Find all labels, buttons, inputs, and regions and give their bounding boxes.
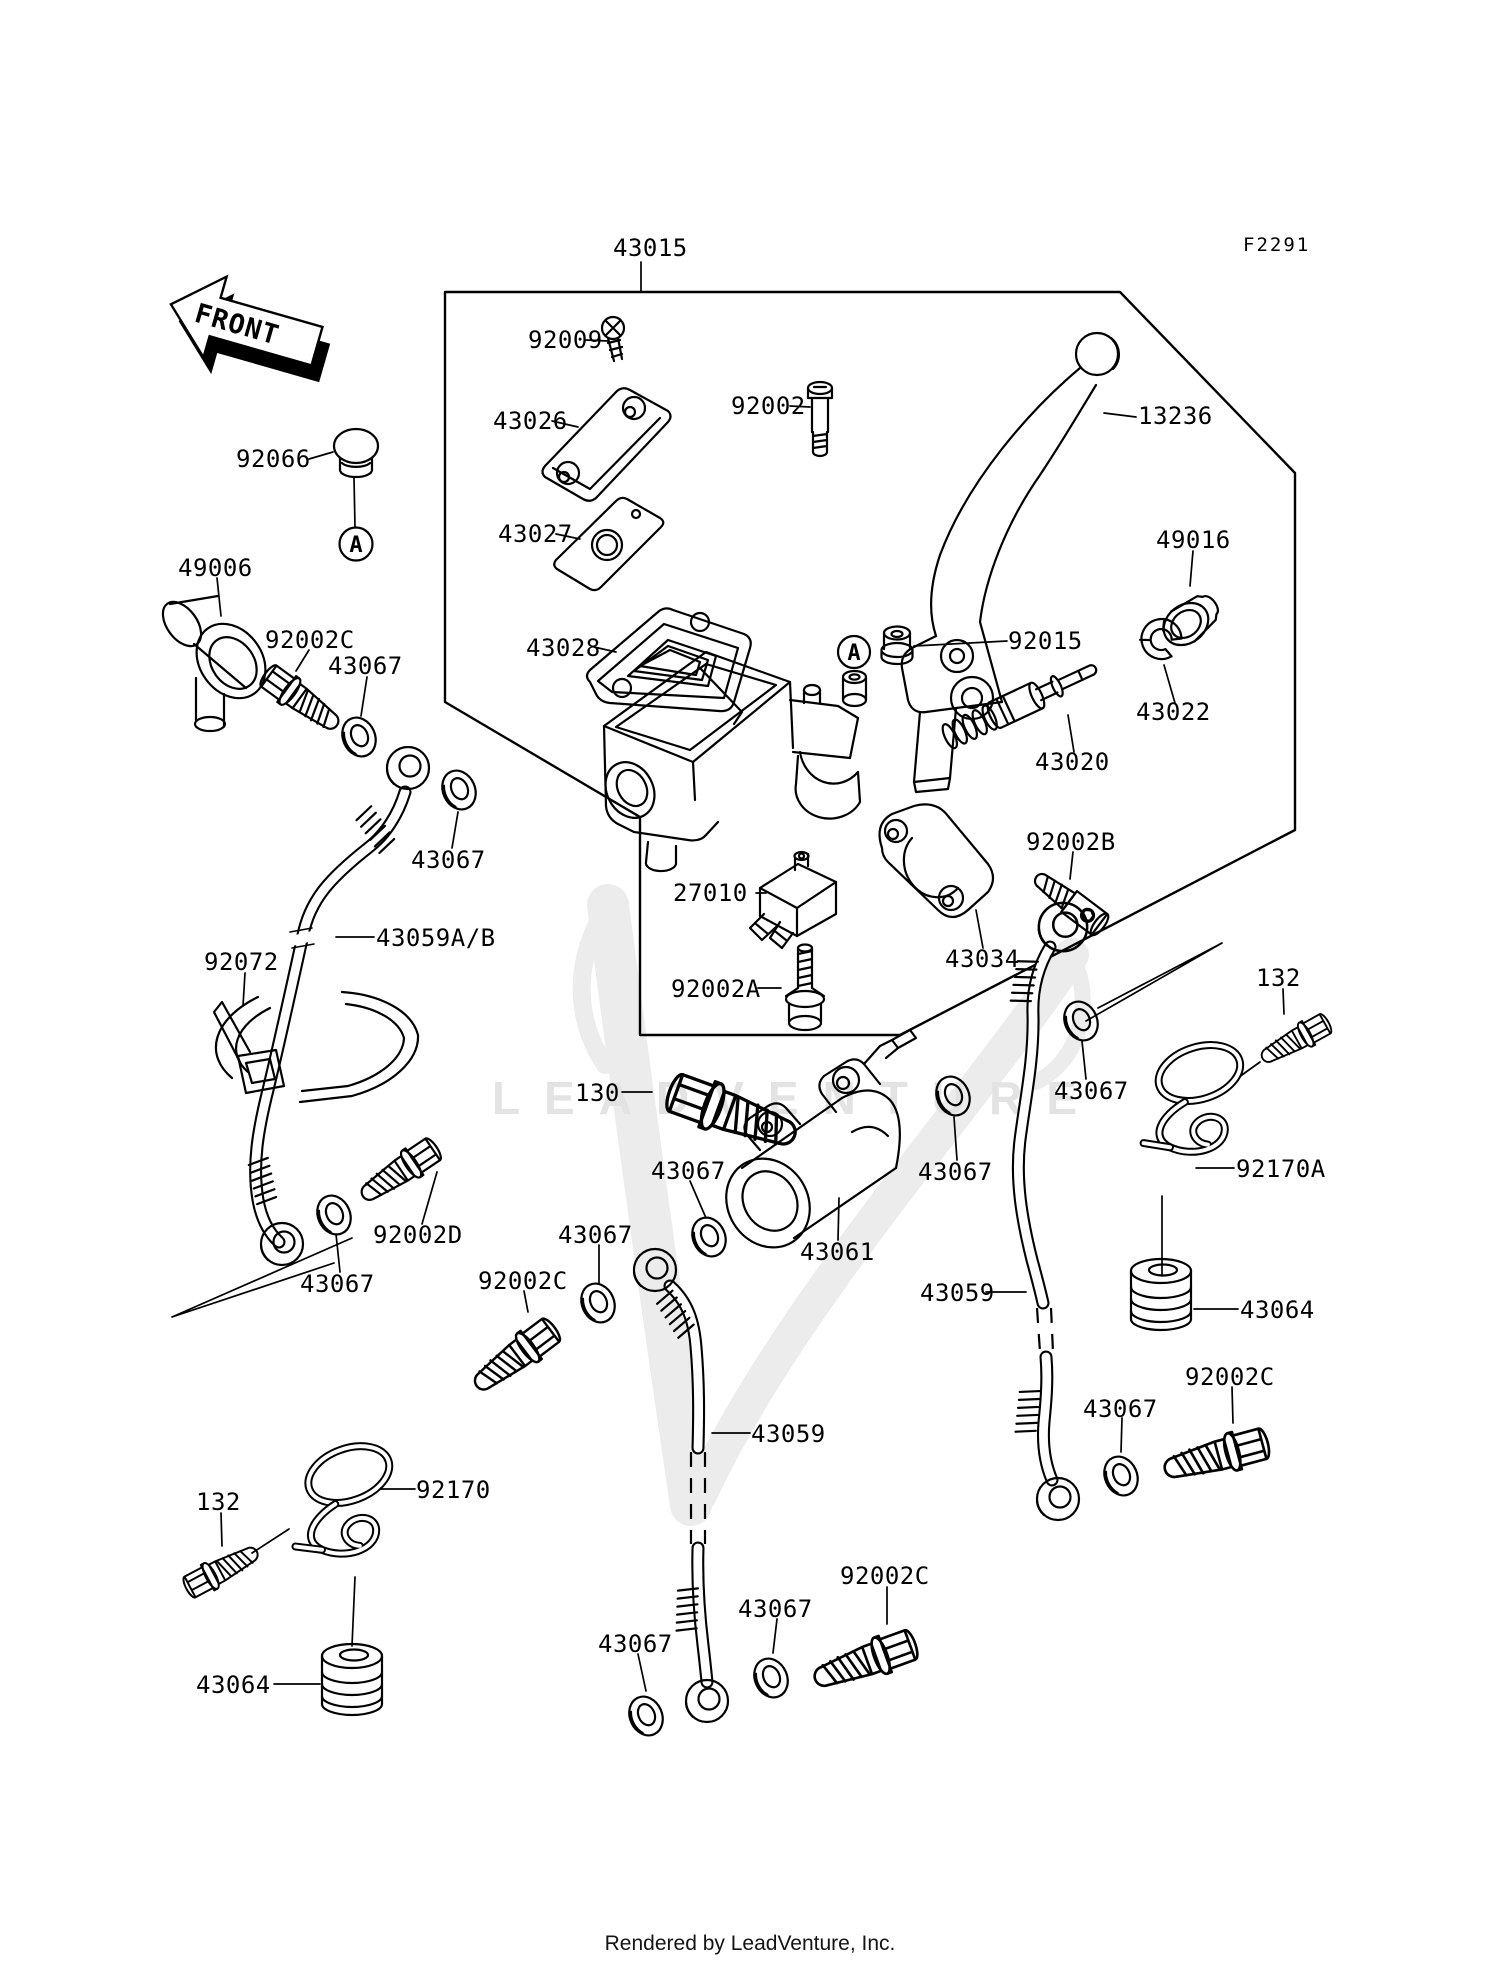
footer-credit: Rendered by LeadVenture, Inc. [605,1932,896,1955]
part-callout-92066-7: 92066 [236,445,311,473]
part-callout-43067-15: 43067 [300,1270,375,1298]
diaphragm-plate-43027 [553,496,665,592]
bolt-92002c-mid [464,1312,567,1402]
washer-43067-j [747,1652,795,1704]
cup-49016 [1162,595,1219,647]
part-callout-92002b-41: 92002B [1026,828,1116,856]
part-callout-43022-39: 43022 [1136,698,1211,726]
detail-marker-letter: A [847,641,860,666]
washer-43067-h [1097,1450,1145,1502]
detail-marker-a-left: A [338,526,374,562]
brake-hose-43059-middle [632,1247,730,1724]
part-callout-92015-38: 92015 [1008,627,1083,655]
reservoir-cap-43026 [541,387,672,502]
part-callout-43059-22: 43059 [920,1279,995,1307]
watermark-flame-curl-left [572,896,617,1074]
part-callout-49016-43: 49016 [1156,526,1231,554]
part-callout-130-16: 130 [575,1079,620,1107]
screw-92009 [600,315,626,363]
part-callout-43067-30: 43067 [598,1630,673,1658]
front-arrow-body [169,274,324,367]
part-callout-13236-6: 13236 [1138,402,1213,430]
part-callout-43067-19: 43067 [558,1221,633,1249]
part-callout-92002-5: 92002 [731,392,806,420]
part-callout-92002c-20: 92002C [478,1267,568,1295]
bolt-92002c-bottom [807,1623,923,1699]
washer-43067-a [335,711,383,763]
part-callout-43059ab-11: 43059A/B [376,924,496,952]
part-callout-43067-21: 43067 [918,1158,993,1186]
detail-marker-letter: A [349,533,362,558]
brake-hose-43059ab [247,745,431,1267]
part-callout-92002a-37: 92002A [671,975,761,1003]
part-callout-43067-31: 43067 [738,1595,813,1623]
diaphragm-43028 [585,607,752,713]
figure-code: F2291 [1243,234,1310,256]
callout-layer: 43015 92009 43026 43027 43028 92002 13236 92066… [178,234,1326,1699]
detail-marker-a-right: A [836,634,872,670]
washer-43067-c [310,1189,358,1241]
leader-lines [171,261,1285,1692]
part-callout-43067-10: 43067 [328,652,403,680]
clip-92170a [1137,1034,1252,1155]
part-callout-49006-8: 49006 [178,554,253,582]
damper-43064-left [320,1642,384,1717]
clip-92170 [285,1434,404,1558]
washer-43067-e [685,1211,733,1263]
part-callout-43067-13: 43067 [411,846,486,874]
bolt-132-left [178,1537,265,1603]
part-callout-92170a-25: 92170A [1236,1155,1326,1183]
watermark-flame-left [587,884,712,1526]
watermark-text: LEADVENTURE [492,1072,1101,1124]
routing-pointer-right [1085,942,1223,1022]
washer-43067-d [574,1277,622,1329]
part-callout-43026-2: 43026 [493,407,568,435]
bolt-92002d [352,1132,447,1211]
part-callout-43059-29: 43059 [751,1420,826,1448]
part-callout-92009-1: 92009 [528,326,603,354]
bolt-92002a [784,943,826,1032]
part-callout-43061-18: 43061 [800,1238,875,1266]
part-callout-43067-17: 43067 [651,1157,726,1185]
locknut-92015 [880,625,914,666]
part-callout-92002d-14: 92002D [373,1221,463,1249]
part-callout-92002c-32: 92002C [840,1562,930,1590]
part-callout-132-24: 132 [1256,964,1301,992]
brake-switch-27010 [748,850,838,950]
washer-43067-i [622,1690,670,1742]
boot-49006 [161,594,267,733]
bolt-92002c-right [1158,1422,1274,1490]
part-callout-43064-35: 43064 [196,1671,271,1699]
cap-92066 [332,427,380,479]
part-callout-92002c-27: 92002C [1185,1363,1275,1391]
part-callout-43067-28: 43067 [1083,1395,1158,1423]
clamp-band-92072 [212,990,420,1104]
handlebar-clamp-43034 [878,803,995,919]
bolt-132-right [1255,1009,1336,1072]
part-callout-132-33: 132 [196,1488,241,1516]
routing-pointer-left [171,1237,353,1318]
junction-cylinder-43061 [725,1028,918,1249]
part-callout-43020-40: 43020 [1035,748,1110,776]
piston-assembly-43020 [941,664,1098,750]
brake-hose-43059-right [1009,901,1089,1522]
part-callout-43015-0: 43015 [613,234,688,262]
part-callout-43067-23: 43067 [1054,1077,1129,1105]
damper-43064-right [1129,1257,1193,1332]
part-callout-27010-36: 27010 [673,879,748,907]
e-clip-43022 [1138,617,1183,661]
part-callout-92002c-9: 92002C [265,626,355,654]
part-callout-43027-3: 43027 [498,520,573,548]
part-callout-43064-26: 43064 [1240,1296,1315,1324]
part-callout-43034-42: 43034 [945,945,1020,973]
part-callout-92072-12: 92072 [204,948,279,976]
part-callout-43028-4: 43028 [526,634,601,662]
front-arrow: FRONT [169,274,331,383]
washer-43067-b [435,764,483,816]
part-callout-92170-34: 92170 [416,1476,491,1504]
pivot-bolt-92002 [806,380,834,458]
master-cylinder-body [602,650,868,873]
